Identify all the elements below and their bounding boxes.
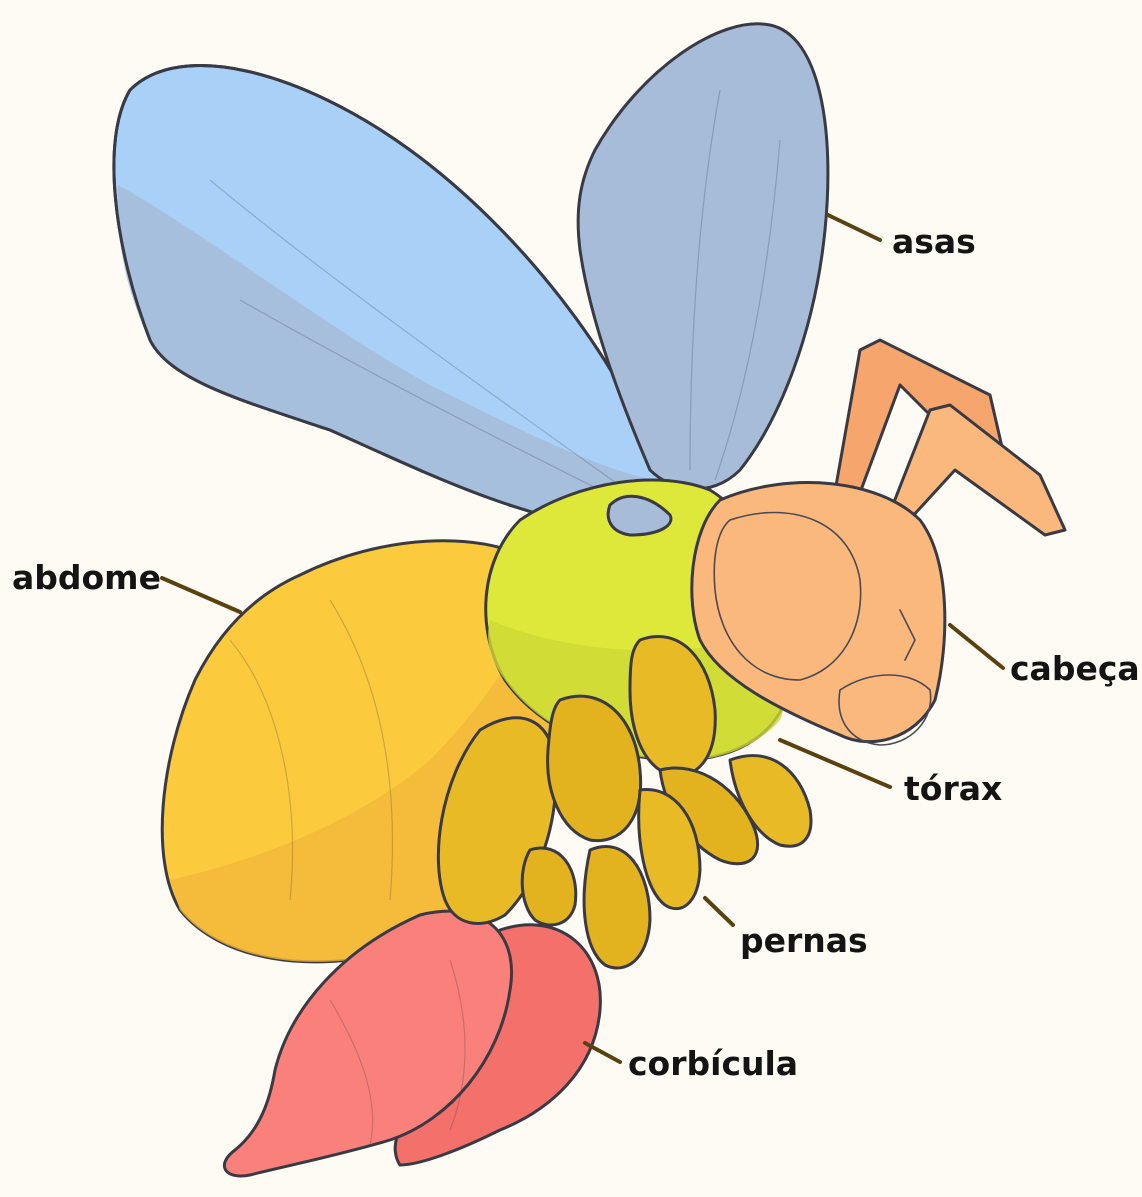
label-corbicula: corbícula xyxy=(628,1044,798,1083)
leg-tarsus xyxy=(522,848,576,925)
label-pernas: pernas xyxy=(740,921,868,960)
label-asas: asas xyxy=(892,222,976,261)
leader-pernas xyxy=(705,898,733,925)
label-torax: tórax xyxy=(904,769,1002,808)
label-abdome: abdome xyxy=(12,558,161,597)
leg-front-2 xyxy=(584,846,650,968)
wings xyxy=(114,24,828,530)
leader-abdome xyxy=(162,578,240,612)
label-cabeca: cabeça xyxy=(1010,649,1140,688)
leader-asas xyxy=(828,215,880,240)
leader-cabeca xyxy=(950,625,1003,668)
